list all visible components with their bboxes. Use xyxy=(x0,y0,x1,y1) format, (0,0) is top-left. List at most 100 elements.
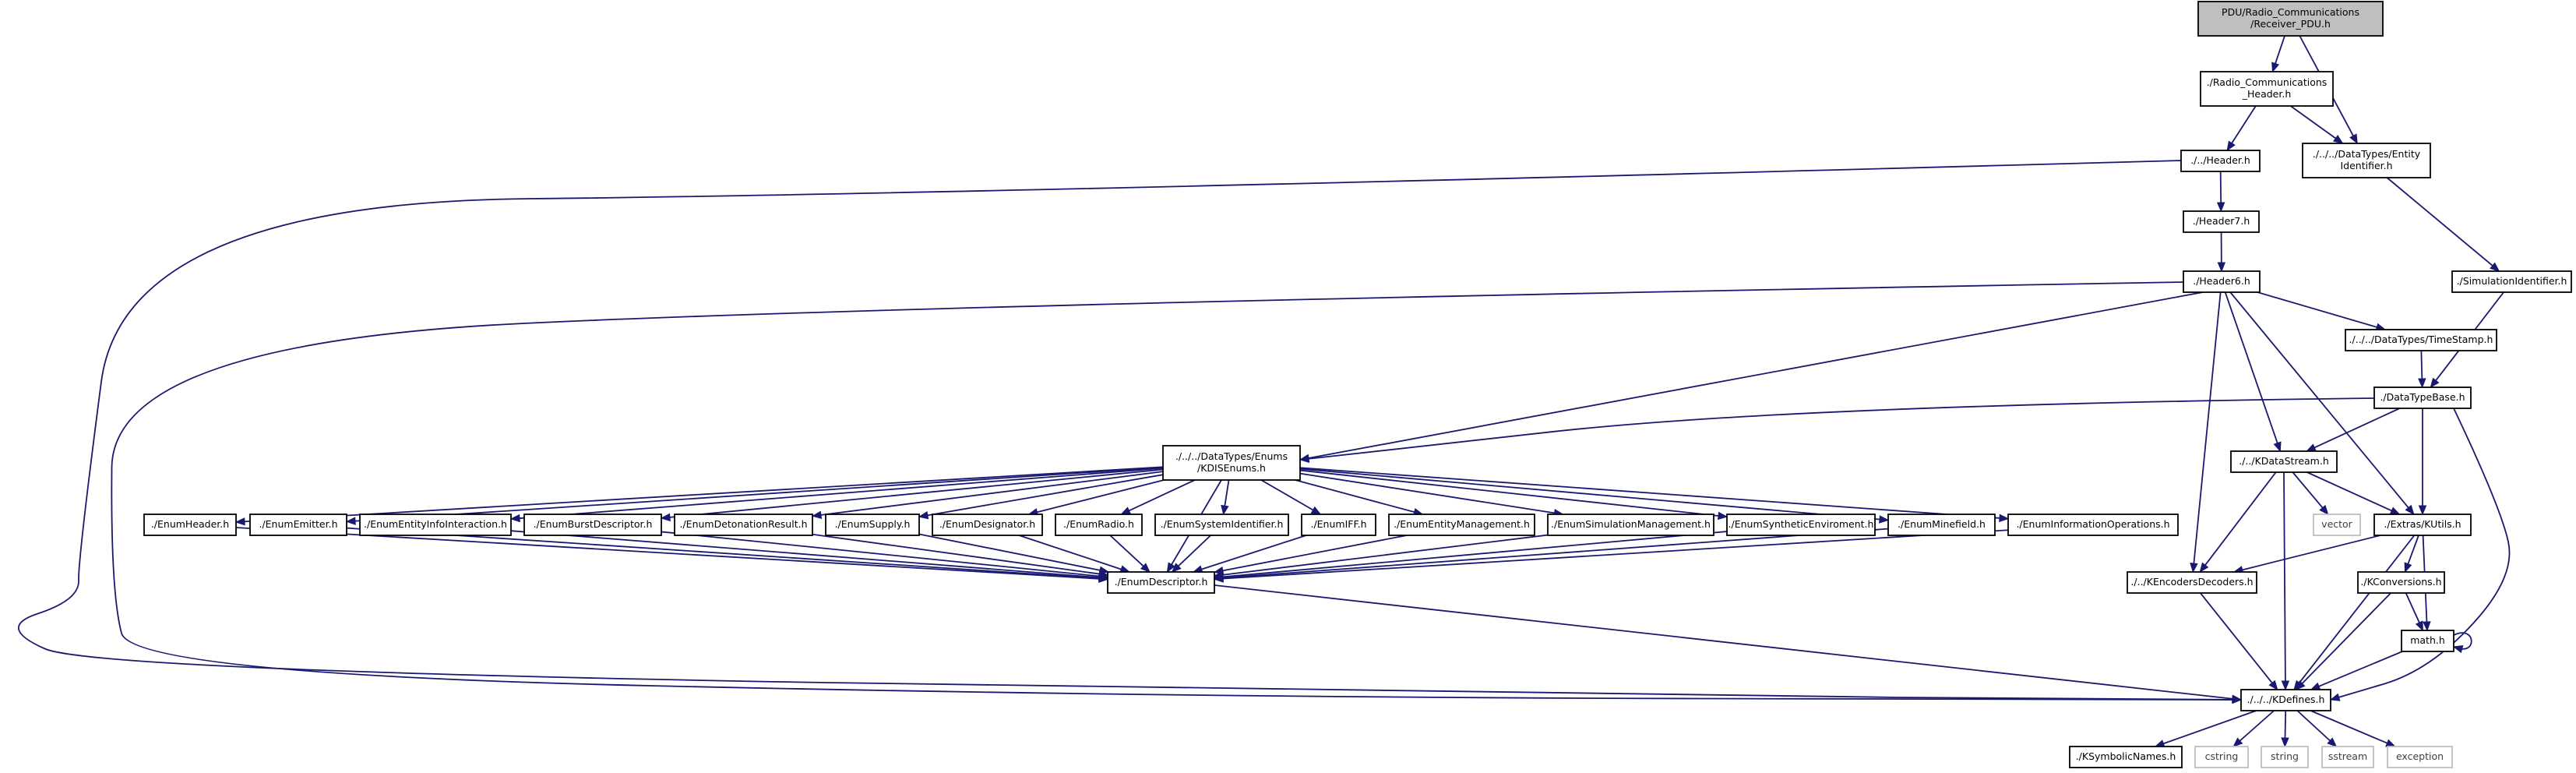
edge-arrowhead xyxy=(2418,378,2426,389)
node-enum_radio[interactable]: ./EnumRadio.h xyxy=(1055,514,1143,536)
node-radio_header[interactable]: ./Radio_Communications_Header.h xyxy=(2200,71,2334,107)
edge-datatypebase-to-kutils xyxy=(2418,408,2427,516)
edge-line xyxy=(1299,468,1881,521)
edge-header6-to-timestamp xyxy=(2257,291,2387,331)
edge-arrowhead xyxy=(2490,262,2500,272)
node-kutils[interactable]: ./Extras/KUtils.h xyxy=(2373,514,2472,536)
edge-arrowhead xyxy=(2226,140,2236,152)
node-box xyxy=(1726,514,1876,536)
edge-line xyxy=(926,474,1164,517)
node-enum_designator[interactable]: ./EnumDesignator.h xyxy=(932,514,1043,536)
node-enum_burst[interactable]: ./EnumBurstDescriptor.h xyxy=(523,514,662,536)
node-kconversions[interactable]: ./KConversions.h xyxy=(2357,571,2445,594)
edge-arrowhead xyxy=(918,511,929,520)
node-kencoders[interactable]: ./../KEncodersDecoders.h xyxy=(2127,571,2257,594)
edge-arrowhead xyxy=(1221,504,1229,516)
node-label: ./EnumBurstDescriptor.h xyxy=(534,518,653,530)
edge-line xyxy=(2306,471,2393,512)
edge-header6-to-kutils xyxy=(2229,291,2415,516)
edge-enum_emitter-to-enum_descriptor xyxy=(346,527,1109,583)
edge-entity_identifier-to-simulation_identifier xyxy=(2386,177,2500,272)
edge-header6-to-kdefines xyxy=(111,281,2243,704)
node-header7[interactable]: ./Header7.h xyxy=(2183,210,2260,233)
edge-line xyxy=(2407,535,2419,565)
edge-line xyxy=(1036,479,1165,514)
node-math[interactable]: math.h xyxy=(2401,630,2454,652)
node-box xyxy=(2373,514,2472,536)
edge-line xyxy=(1295,479,1415,514)
node-enum_minefield[interactable]: ./EnumMinefield.h xyxy=(1887,514,1996,536)
node-box xyxy=(2183,270,2261,293)
node-label: /KDISEnums.h xyxy=(1197,462,1266,474)
node-timestamp[interactable]: ./../../DataTypes/TimeStamp.h xyxy=(2345,329,2497,351)
node-enum_descriptor[interactable]: ./EnumDescriptor.h xyxy=(1107,571,1215,594)
node-box xyxy=(1162,445,1301,481)
edge-kdefines-to-sstream xyxy=(2296,710,2338,747)
edge-line xyxy=(2298,535,2416,684)
node-box xyxy=(359,514,512,536)
edge-line xyxy=(918,533,1101,571)
node-box xyxy=(2451,270,2572,293)
node-enum_info_ops[interactable]: ./EnumInformationOperations.h xyxy=(2007,514,2179,536)
edge-line xyxy=(819,471,1164,516)
node-kdis_enums[interactable]: ./../../DataTypes/Enums/KDISEnums.h xyxy=(1162,445,1301,481)
edge-kdis_enums-to-enum_detonation xyxy=(811,471,1164,520)
node-box xyxy=(2127,571,2257,594)
node-label: sstream xyxy=(2328,750,2367,762)
node-receiver[interactable]: PDU/Radio_Communications/Receiver_PDU.h xyxy=(2197,1,2384,37)
node-label: ./../../KDefines.h xyxy=(2247,694,2325,705)
edge-header7-to-header6 xyxy=(2217,231,2226,273)
node-kdatastream[interactable]: ./../KDataStream.h xyxy=(2230,450,2338,473)
node-enum_sysid[interactable]: ./EnumSystemIdentifier.h xyxy=(1154,514,1289,536)
edge-arrowhead xyxy=(1999,514,2010,523)
node-enum_entity_info[interactable]: ./EnumEntityInfoInteraction.h xyxy=(359,514,512,536)
node-enum_entity_mgmt[interactable]: ./EnumEntityManagement.h xyxy=(1388,514,1535,536)
edge-receiver-to-radio_header xyxy=(2271,35,2285,73)
node-box xyxy=(2401,630,2454,652)
node-box xyxy=(1887,514,1996,536)
node-box xyxy=(1388,514,1535,536)
node-enum_supply[interactable]: ./EnumSupply.h xyxy=(825,514,920,536)
node-label: ./../KDataStream.h xyxy=(2239,455,2329,467)
node-header[interactable]: ./../Header.h xyxy=(2180,150,2261,172)
node-enum_synthetic[interactable]: ./EnumSyntheticEnviroment.h xyxy=(1726,514,1876,536)
edge-enum_sim_mgmt-to-enum_descriptor xyxy=(1213,534,1549,579)
edge-line xyxy=(2405,592,2421,624)
edge-arrowhead xyxy=(2217,262,2226,273)
edge-enum_supply-to-enum_descriptor xyxy=(918,533,1110,574)
edge-line xyxy=(1299,469,1720,517)
node-enum_emitter[interactable]: ./EnumEmitter.h xyxy=(249,514,347,536)
edge-line xyxy=(346,527,1101,580)
edge-enum_entity_mgmt-to-enum_descriptor xyxy=(1213,535,1408,575)
node-enum_header[interactable]: ./EnumHeader.h xyxy=(143,514,237,536)
node-label: ./../../DataTypes/TimeStamp.h xyxy=(2349,334,2493,345)
node-box xyxy=(2183,210,2260,233)
node-label: _Header.h xyxy=(2242,88,2292,100)
node-kdefines[interactable]: ./../../KDefines.h xyxy=(2240,689,2331,711)
node-datatypebase[interactable]: ./DataTypeBase.h xyxy=(2373,386,2472,409)
node-box xyxy=(523,514,662,536)
edge-kdis_enums-to-enum_burst xyxy=(660,468,1164,522)
node-cstring: cstring xyxy=(2194,746,2249,768)
node-label: /Receiver_PDU.h xyxy=(2250,18,2331,30)
edge-arrowhead xyxy=(2306,443,2317,452)
node-header6[interactable]: ./Header6.h xyxy=(2183,270,2261,293)
edge-enum_radio-to-enum_descriptor xyxy=(1109,535,1151,573)
node-enum_sim_mgmt[interactable]: ./EnumSimulationManagement.h xyxy=(1547,514,1714,536)
dependency-edges xyxy=(18,35,2511,748)
node-simulation_identifier[interactable]: ./SimulationIdentifier.h xyxy=(2451,270,2572,293)
edge-line xyxy=(1214,584,2234,700)
node-enum_detonation[interactable]: ./EnumDetonationResult.h xyxy=(674,514,813,536)
node-enum_iff[interactable]: ./EnumIFF.h xyxy=(1301,514,1376,536)
edge-line xyxy=(2338,408,2511,699)
node-box xyxy=(2321,746,2374,768)
node-label: ./EnumSyntheticEnviroment.h xyxy=(1728,518,1874,530)
edge-arrowhead xyxy=(2385,739,2396,747)
node-ksymbolic[interactable]: ./KSymbolicNames.h xyxy=(2069,746,2183,768)
node-label: ./EnumIFF.h xyxy=(1310,518,1366,530)
edge-kencoders-to-kdefines xyxy=(2200,592,2278,691)
edge-arrowhead xyxy=(1879,515,1890,524)
node-box xyxy=(2230,450,2338,473)
edge-math-to-kdefines xyxy=(2310,651,2403,690)
